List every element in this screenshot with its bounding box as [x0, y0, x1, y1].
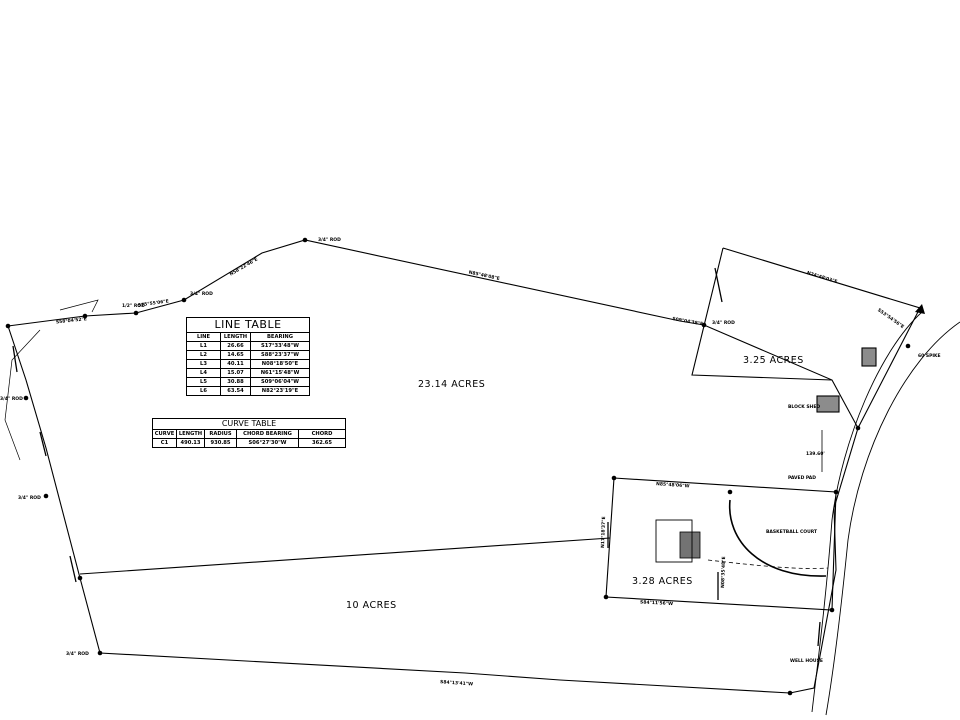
curve-table-header: CURVE	[153, 430, 177, 439]
paved-pad-label: PAVED PAD	[788, 475, 816, 481]
house-hatched	[679, 531, 701, 559]
north-arrow-tip	[915, 304, 925, 314]
line-table-cell: S09°06'04"W	[251, 378, 309, 387]
curve-table-cell: 362.65	[311, 440, 333, 446]
curve-table-grid: CURVE LENGTH RADIUS CHORD BEARING CHORD …	[153, 430, 345, 447]
curve-table-cell: 490.13	[177, 439, 205, 447]
dimension-label: 139.60'	[806, 451, 825, 457]
rod-ne-lot-label: 3/4" ROD	[712, 320, 735, 326]
creek-line	[4, 299, 99, 461]
line-label-nw-b: S75°55'06"E	[138, 298, 170, 308]
line-label-ne-corner: S09°04'38"E	[672, 316, 704, 327]
curve-table: CURVE TABLE CURVE LENGTH RADIUS CHORD BE…	[152, 418, 346, 448]
curve-table-header: RADIUS	[205, 430, 237, 439]
rod-west-label: 1/2" ROD	[122, 303, 145, 309]
road-edge	[811, 311, 923, 713]
curve-table-header: LENGTH	[177, 430, 205, 439]
rod-top-label: 3/4" ROD	[318, 237, 341, 243]
rod-south-label: 3/4" ROD	[66, 651, 89, 657]
line-label-ne-top: N24°48'03"E	[806, 270, 838, 285]
line-label-south: S84°13'41"W	[440, 679, 473, 687]
line-table-cell: 26.66	[221, 342, 251, 351]
curve-table-cell: C1	[153, 439, 177, 447]
driveway-arc	[728, 499, 827, 577]
line-label-top: N85°48'08"E	[468, 270, 500, 282]
line-table-header: BEARING	[251, 333, 309, 342]
line-table-cell: 40.11	[221, 360, 251, 369]
parcel-house-lot-label: 3.28 ACRES	[632, 576, 693, 587]
parcel-south-label: 10 ACRES	[346, 600, 397, 611]
line-table-cell: L4	[187, 369, 221, 378]
line-table-cell: 15.07	[221, 369, 251, 378]
line-label-nw-a: N58°22'46"E	[229, 256, 259, 277]
line-table-cell: 63.54	[221, 387, 251, 395]
pins	[5, 237, 911, 696]
line-table-cell: L3	[187, 360, 221, 369]
line-table-cell: L6	[187, 387, 221, 395]
line-table-header: LINE	[187, 333, 221, 342]
line-label-lot-top: N85°48'06"W	[656, 481, 690, 489]
curve-table-title: CURVE TABLE	[153, 419, 345, 430]
line-table: LINE TABLE LINE LENGTH BEARING L1 26.66 …	[186, 317, 310, 396]
block-shed	[816, 395, 840, 413]
line-label-west: S58°04'52"E	[56, 316, 88, 325]
ne-building	[861, 347, 877, 367]
line-table-title: LINE TABLE	[187, 318, 309, 333]
block-shed-label: BLOCK SHED	[788, 404, 820, 410]
line-table-grid: LINE LENGTH BEARING L1 26.66 S17°33'48"W…	[187, 333, 309, 395]
spike-label: 60 SPIKE	[918, 353, 941, 359]
line-table-cell: 14.65	[221, 351, 251, 360]
line-table-header: LENGTH	[221, 333, 251, 342]
line-table-cell: N61°15'48"W	[251, 369, 309, 378]
curve-table-header: CHORD	[299, 430, 345, 439]
rod-upper-label: 3/4" ROD	[190, 291, 213, 297]
divider-line	[79, 537, 611, 575]
line-label-lot-inner: N08°35'48"E	[720, 556, 727, 588]
line-table-cell: L1	[187, 342, 221, 351]
line-table-cell: S17°33'48"W	[251, 342, 309, 351]
line-table-cell: N08°18'50"E	[251, 360, 309, 369]
line-table-cell: L2	[187, 351, 221, 360]
curve-table-header: CHORD BEARING	[237, 430, 299, 439]
curve-table-cell: S06°27'30"W	[237, 439, 299, 447]
line-label-ne-side: S53°54'56"E	[876, 307, 905, 330]
boundary-ticks	[12, 267, 821, 647]
well-house-label: WELL HOUSE	[790, 658, 823, 664]
driveway-arc-dashed	[707, 559, 829, 569]
rod-nw-side-label: 3/4" ROD	[0, 396, 23, 402]
line-label-lot-west: N17°18'37"E	[600, 516, 607, 548]
line-label-lot-bottom: S84°11'56"W	[640, 599, 673, 607]
road-edge-2	[825, 321, 960, 716]
basketball-court-label: BASKETBALL COURT	[766, 529, 818, 535]
parcel-northeast-label: 3.25 ACRES	[743, 355, 804, 366]
line-table-cell: 30.88	[221, 378, 251, 387]
house-lot-boundary	[605, 477, 837, 611]
parcel-main-label: 23.14 ACRES	[418, 379, 485, 390]
line-table-cell: S88°23'37"W	[251, 351, 309, 360]
rod-west-mid-label: 3/4" ROD	[18, 495, 41, 501]
line-table-cell: L5	[187, 378, 221, 387]
curve-table-cell: 930.85	[205, 439, 237, 447]
line-table-cell: N82°23'19"E	[261, 388, 299, 394]
